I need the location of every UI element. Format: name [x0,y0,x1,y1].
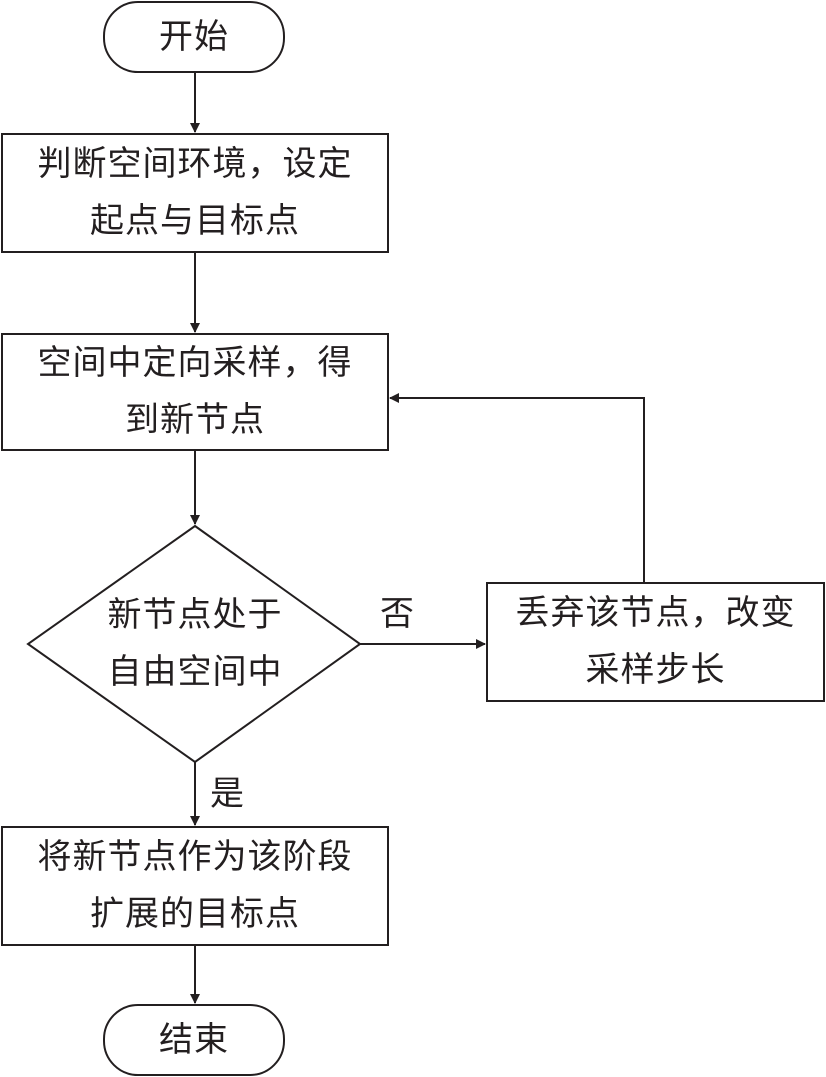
end-text: 结束 [159,1019,229,1060]
end-label: 结束 [104,1005,284,1075]
end-terminal-shape [103,1004,285,1076]
discard-line1: 丢弃该节点，改变 [515,593,796,633]
set-target-line1: 将新节点作为该阶段 [37,837,353,877]
set-target-line2: 扩展的目标点 [90,894,300,934]
arrow-discard-back-to-sample [389,393,645,583]
decision-line1: 新节点处于 [107,595,283,635]
no-edge-label: 否 [380,594,414,634]
discard-process-shape [486,582,825,702]
judge-env-label: 判断空间环境，设定 起点与目标点 [2,134,388,252]
judge-env-line1: 判断空间环境，设定 [37,144,353,184]
discard-label: 丢弃该节点，改变 采样步长 [487,583,824,701]
yes-edge-label: 是 [210,774,244,814]
start-label: 开始 [104,2,284,72]
sample-line1: 空间中定向采样，得 [37,343,353,383]
sample-line2: 到新节点 [125,400,265,440]
judge-env-line2: 起点与目标点 [90,201,300,241]
decision-line2: 自由空间中 [107,652,283,692]
sample-label: 空间中定向采样，得 到新节点 [2,334,388,450]
discard-line2: 采样步长 [585,650,726,690]
start-text: 开始 [159,16,229,57]
set-target-label: 将新节点作为该阶段 扩展的目标点 [2,827,388,945]
decision-label: 新节点处于 自由空间中 [70,586,320,702]
